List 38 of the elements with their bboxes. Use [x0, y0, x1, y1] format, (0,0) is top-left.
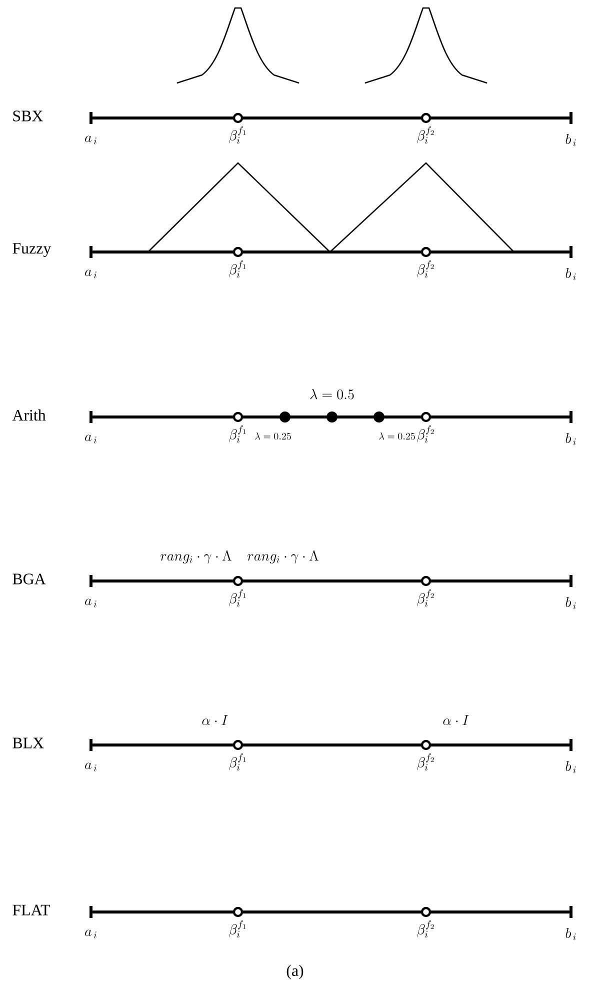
point-label: $\beta_i^{f_2}$ [417, 589, 434, 607]
point-label: $\beta_i^{f_1}$ [229, 920, 246, 938]
point-label: $\beta_i^{f_2}$ [417, 753, 434, 771]
endpoint-label: $a_{\,i}$ [85, 930, 96, 938]
annotation: $\alpha\cdot I$ [202, 715, 228, 726]
point-label: $\beta_i^{f_1}$ [229, 126, 246, 144]
point-label: $\beta_i^{f_2}$ [417, 425, 434, 443]
annotation: $\alpha\cdot I$ [443, 715, 469, 726]
row-label: FLAT [12, 904, 50, 916]
row-label: Arith [12, 409, 46, 421]
endpoint-label: $b_{\,i}$ [566, 596, 576, 610]
point-label: $\beta_i^{f_2}$ [417, 920, 434, 938]
endpoint-label: $b_{\,i}$ [566, 432, 576, 446]
caption: (a) [286, 964, 304, 980]
point-label: $\beta_i^{f_1}$ [229, 753, 246, 771]
endpoint-label: $a_{\,i}$ [85, 434, 96, 444]
row-label: Fuzzy [12, 243, 52, 257]
point-label: $\beta_i^{f_2}$ [417, 126, 434, 144]
point-label: $\beta_i^{f_1}$ [229, 425, 246, 443]
point-label: $\beta_i^{f_1}$ [229, 589, 246, 607]
annotation: $\lambda=0.25$ [255, 432, 291, 440]
point-label: $\beta_i^{f_2}$ [417, 260, 434, 278]
annotation: $rang_i\cdot\gamma\cdot\Lambda$ [160, 550, 232, 564]
endpoint-label: $a_{\,i}$ [85, 762, 96, 772]
row-label: BGA [12, 574, 46, 584]
annotation: $\lambda=0.5$ [310, 389, 354, 400]
endpoint-label: $a_{\,i}$ [85, 598, 96, 608]
endpoint-label: $a_{\,i}$ [85, 270, 96, 278]
annotation: $\lambda=0.25$ [379, 432, 415, 440]
annotation: $rang_i\cdot\gamma\cdot\Lambda$ [248, 550, 318, 564]
endpoint-label: $b_{\,i}$ [566, 134, 576, 146]
row-label: BLX [12, 738, 44, 748]
endpoint-label: $b_{\,i}$ [566, 928, 576, 940]
endpoint-label: $b_{\,i}$ [566, 760, 576, 774]
point-label: $\beta_i^{f_1}$ [229, 260, 246, 278]
endpoint-label: $b_{\,i}$ [566, 268, 576, 280]
endpoint-label: $a_{\,i}$ [85, 136, 96, 144]
row-label: SBX [13, 110, 43, 122]
